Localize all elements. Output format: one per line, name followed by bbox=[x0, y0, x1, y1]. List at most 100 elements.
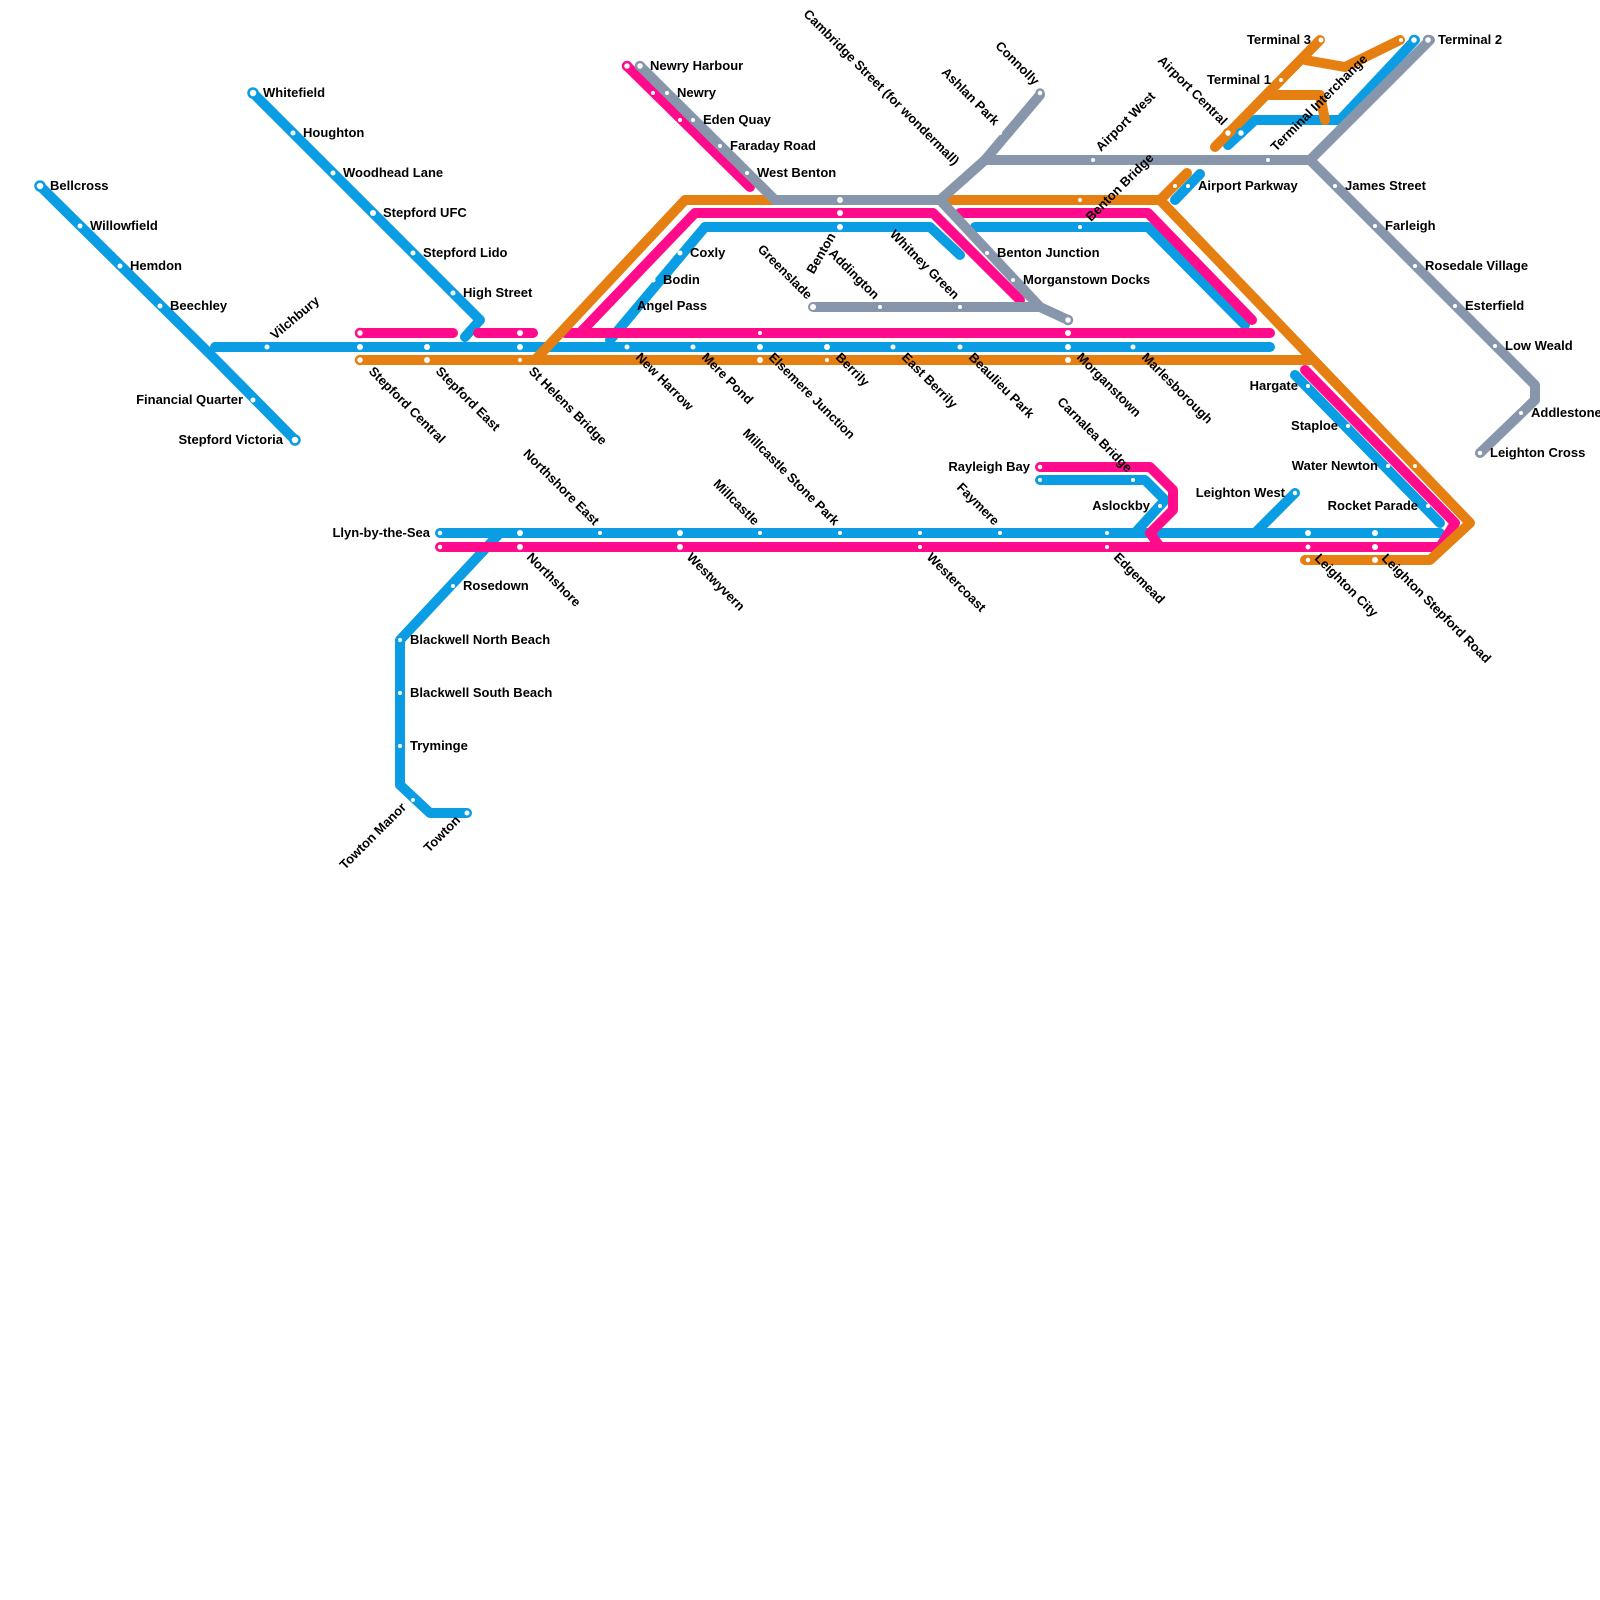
svg-text:Leighton Stepford Road: Leighton Stepford Road bbox=[1379, 551, 1494, 666]
svg-text:Edgemead: Edgemead bbox=[1111, 550, 1168, 607]
station-blackwell-north-beach[interactable]: Blackwell North Beach bbox=[398, 632, 550, 647]
svg-text:Terminal 2: Terminal 2 bbox=[1438, 32, 1502, 47]
station-stepford-ufc[interactable]: Stepford UFC bbox=[370, 205, 467, 220]
svg-text:Northshore: Northshore bbox=[524, 550, 584, 610]
station-leighton-west[interactable]: Leighton West bbox=[1196, 485, 1299, 500]
station-addlestone[interactable]: Addlestone bbox=[1519, 405, 1600, 420]
svg-text:Greenslade: Greenslade bbox=[755, 241, 816, 302]
svg-text:Faraday Road: Faraday Road bbox=[730, 138, 816, 153]
svg-text:Houghton: Houghton bbox=[303, 125, 364, 140]
svg-text:Northshore East: Northshore East bbox=[520, 446, 603, 529]
svg-text:Blackwell South Beach: Blackwell South Beach bbox=[410, 685, 552, 700]
svg-text:Beechley: Beechley bbox=[170, 298, 228, 313]
station-millcastle[interactable]: Millcastle bbox=[710, 476, 762, 535]
svg-text:Water Newton: Water Newton bbox=[1292, 458, 1378, 473]
station-connolly[interactable]: Connolly bbox=[993, 38, 1044, 96]
svg-text:Faymere: Faymere bbox=[954, 480, 1002, 528]
station-leighton-cross[interactable]: Leighton Cross bbox=[1477, 445, 1586, 460]
svg-text:St Helens Bridge: St Helens Bridge bbox=[526, 364, 610, 448]
station-tryminge[interactable]: Tryminge bbox=[398, 738, 468, 753]
station-ashlan-park[interactable]: Ashlan Park bbox=[939, 64, 1003, 135]
station-towton-manor[interactable]: Towton Manor bbox=[336, 798, 415, 872]
station-rayleigh-bay[interactable]: Rayleigh Bay bbox=[948, 459, 1043, 482]
svg-text:Westercoast: Westercoast bbox=[924, 550, 990, 616]
station-willowfield[interactable]: Willowfield bbox=[78, 218, 158, 233]
svg-text:Willowfield: Willowfield bbox=[90, 218, 158, 233]
station-blackwell-south-beach[interactable]: Blackwell South Beach bbox=[398, 685, 552, 700]
station-rosedale-village[interactable]: Rosedale Village bbox=[1413, 258, 1528, 273]
station-cambridge-street[interactable]: Cambridge Street (for wondermall) bbox=[801, 6, 963, 175]
station-airport-west[interactable]: Airport West bbox=[1091, 88, 1159, 162]
station-high-street[interactable]: High Street bbox=[451, 285, 534, 300]
svg-text:Terminal 3: Terminal 3 bbox=[1247, 32, 1311, 47]
station-stepford-lido[interactable]: Stepford Lido bbox=[411, 245, 508, 260]
station-james-street[interactable]: James Street bbox=[1333, 178, 1427, 193]
station-morganstown-docks[interactable]: Morganstown Docks bbox=[1011, 272, 1150, 287]
station-northshore[interactable]: Northshore bbox=[517, 530, 584, 610]
svg-text:Airport West: Airport West bbox=[1093, 88, 1159, 154]
svg-text:Tryminge: Tryminge bbox=[410, 738, 468, 753]
svg-text:Rayleigh Bay: Rayleigh Bay bbox=[948, 459, 1030, 474]
svg-text:Terminal 1: Terminal 1 bbox=[1207, 72, 1271, 87]
svg-text:Aslockby: Aslockby bbox=[1092, 498, 1151, 513]
station-low-weald[interactable]: Low Weald bbox=[1493, 338, 1573, 353]
svg-text:Addlestone: Addlestone bbox=[1531, 405, 1600, 420]
station-terminal-2[interactable]: Terminal 2 bbox=[1399, 32, 1502, 47]
station-rocket-parade[interactable]: Rocket Parade bbox=[1328, 498, 1430, 513]
svg-text:Hemdon: Hemdon bbox=[130, 258, 182, 273]
svg-text:Stepford East: Stepford East bbox=[433, 364, 504, 435]
svg-text:Newry Harbour: Newry Harbour bbox=[650, 58, 743, 73]
station-mere-pond[interactable]: Mere Pond bbox=[691, 345, 757, 408]
svg-text:Newry: Newry bbox=[677, 85, 717, 100]
svg-text:Benton Junction: Benton Junction bbox=[997, 245, 1100, 260]
station-addington[interactable]: Addington bbox=[826, 246, 883, 309]
station-faraday-road[interactable]: Faraday Road bbox=[718, 138, 816, 153]
svg-text:Staploe: Staploe bbox=[1291, 418, 1338, 433]
station-northshore-east[interactable]: Northshore East bbox=[520, 446, 603, 535]
svg-text:Cambridge Street (for wonderma: Cambridge Street (for wondermall) bbox=[801, 6, 963, 168]
svg-text:Rosedale Village: Rosedale Village bbox=[1425, 258, 1528, 273]
station-newry-harbour[interactable]: Newry Harbour bbox=[623, 58, 743, 73]
station-east-berrily[interactable]: East Berrily bbox=[891, 345, 962, 412]
svg-text:Stepford UFC: Stepford UFC bbox=[383, 205, 467, 220]
svg-text:Rosedown: Rosedown bbox=[463, 578, 529, 593]
svg-text:Woodhead Lane: Woodhead Lane bbox=[343, 165, 443, 180]
station-vilchbury[interactable]: Vilchbury bbox=[265, 292, 323, 349]
station-llyn-by-the-sea[interactable]: Llyn-by-the-Sea bbox=[332, 525, 443, 551]
svg-text:Leighton West: Leighton West bbox=[1196, 485, 1286, 500]
station-benton-junction[interactable]: Benton Junction bbox=[985, 245, 1100, 260]
station-angel-pass[interactable]: Angel Pass bbox=[625, 298, 708, 313]
svg-text:Whitefield: Whitefield bbox=[263, 85, 325, 100]
svg-text:Rocket Parade: Rocket Parade bbox=[1328, 498, 1418, 513]
station-whitney-green[interactable]: Whitney Green bbox=[887, 227, 963, 309]
grey-connolly-spur bbox=[985, 95, 1040, 160]
svg-text:Coxly: Coxly bbox=[690, 245, 726, 260]
svg-text:Millcastle: Millcastle bbox=[710, 476, 762, 528]
svg-text:Airport Parkway: Airport Parkway bbox=[1198, 178, 1298, 193]
svg-text:Leighton Cross: Leighton Cross bbox=[1490, 445, 1585, 460]
svg-text:Bodin: Bodin bbox=[663, 272, 700, 287]
station-faymere[interactable]: Faymere bbox=[954, 480, 1002, 535]
svg-text:Stepford Victoria: Stepford Victoria bbox=[178, 432, 283, 447]
svg-text:Low Weald: Low Weald bbox=[1505, 338, 1573, 353]
svg-text:Blackwell North Beach: Blackwell North Beach bbox=[410, 632, 550, 647]
station-stepford-victoria[interactable]: Stepford Victoria bbox=[178, 432, 299, 447]
svg-text:Ashlan Park: Ashlan Park bbox=[939, 64, 1003, 128]
svg-text:Hargate: Hargate bbox=[1250, 378, 1298, 393]
svg-text:Farleigh: Farleigh bbox=[1385, 218, 1436, 233]
stations: Bellcross Willowfield Hemdon Beechley Fi… bbox=[36, 6, 1600, 872]
station-rosedown[interactable]: Rosedown bbox=[451, 578, 529, 593]
svg-text:High Street: High Street bbox=[463, 285, 533, 300]
svg-text:Towton: Towton bbox=[421, 812, 464, 855]
svg-text:Towton Manor: Towton Manor bbox=[336, 800, 409, 873]
station-new-harrow[interactable]: New Harrow bbox=[625, 345, 698, 414]
station-woodhead-lane[interactable]: Woodhead Lane bbox=[331, 165, 444, 180]
station-greenslade[interactable]: Greenslade bbox=[755, 241, 816, 310]
blue-towton-branch bbox=[400, 533, 500, 813]
station-west-benton[interactable]: West Benton bbox=[745, 165, 836, 180]
svg-text:Addington: Addington bbox=[826, 246, 883, 303]
station-financial-quarter[interactable]: Financial Quarter bbox=[136, 392, 255, 407]
svg-text:Eden Quay: Eden Quay bbox=[703, 112, 772, 127]
svg-text:West Benton: West Benton bbox=[757, 165, 836, 180]
